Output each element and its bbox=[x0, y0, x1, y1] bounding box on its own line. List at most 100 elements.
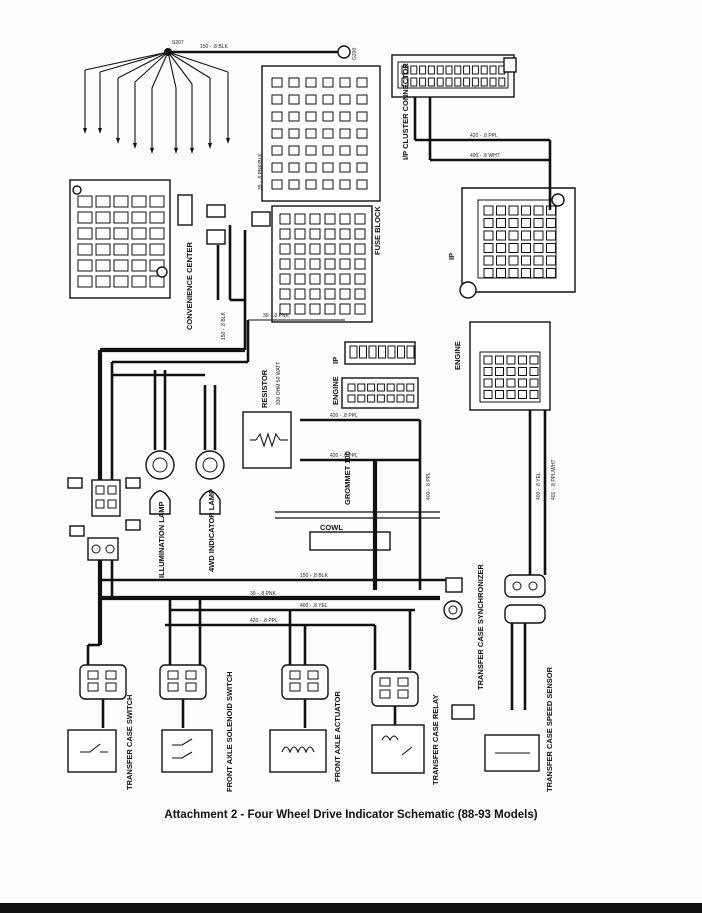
fuse-slot bbox=[339, 94, 351, 105]
fuse-slot bbox=[279, 273, 291, 285]
indicator-lamp-label: 4WD INDICATOR LAMP bbox=[207, 489, 216, 572]
transfer-case-relay-label: TRANSFER CASE RELAY bbox=[431, 694, 440, 785]
engine-pin bbox=[483, 378, 493, 388]
ground-splice-group: 150 - .8 BLK G200 S207 bbox=[83, 40, 358, 154]
wire-label: 420 - .8 PPL bbox=[250, 618, 278, 624]
connector-pin bbox=[105, 544, 115, 554]
cluster-pin bbox=[471, 65, 479, 75]
ip-cell bbox=[533, 205, 544, 216]
fuse-slot bbox=[356, 128, 368, 139]
fuse-slot bbox=[288, 179, 300, 190]
ip-cell bbox=[546, 255, 556, 266]
fuse-cell bbox=[131, 195, 147, 208]
fuse-slot bbox=[339, 162, 351, 173]
main-harness: 39 - .8 PNK 150 - .8 BLK bbox=[97, 225, 345, 480]
fuse-slot bbox=[339, 213, 351, 225]
fuse-slot bbox=[354, 243, 366, 255]
connector-pin bbox=[448, 605, 458, 615]
fuse-cell bbox=[113, 211, 129, 224]
ip-cell bbox=[521, 255, 531, 266]
fuse-cell bbox=[149, 243, 165, 256]
fuse-slot bbox=[322, 145, 334, 156]
left-inline-connectors bbox=[67, 477, 141, 645]
fuse-slot bbox=[294, 228, 306, 240]
fan-wire bbox=[167, 51, 177, 89]
ip-cell bbox=[546, 230, 556, 241]
cluster-pin bbox=[498, 77, 506, 87]
bottom-labels: TRANSFER CASE SWITCH FRONT AXLE SOLENOID… bbox=[125, 666, 554, 792]
fan-wire bbox=[151, 51, 169, 89]
fuse-slot bbox=[294, 258, 306, 270]
component-connector bbox=[79, 664, 127, 700]
coil-icon bbox=[281, 746, 315, 754]
ip-cell bbox=[533, 218, 544, 228]
ip-cell bbox=[496, 243, 506, 253]
page-bottom-edge bbox=[0, 903, 702, 913]
cowl-connector bbox=[309, 531, 391, 551]
fuse-cell bbox=[131, 243, 147, 256]
fuse-slot bbox=[288, 111, 300, 122]
fuse-slot bbox=[339, 288, 351, 300]
ip-cell bbox=[508, 230, 519, 241]
fuse-cell bbox=[131, 211, 147, 224]
arrow-icon bbox=[190, 148, 194, 154]
fuse-cell bbox=[149, 275, 165, 288]
cluster-pin bbox=[427, 77, 435, 87]
fuse-slot bbox=[271, 128, 283, 139]
connector-pin bbox=[185, 682, 197, 692]
connector-pin bbox=[367, 394, 376, 403]
cluster-pin bbox=[480, 77, 488, 87]
ip-label: IP bbox=[447, 253, 456, 260]
cluster-pin bbox=[436, 77, 444, 87]
connector-pin bbox=[396, 383, 405, 392]
ground-label: G200 bbox=[352, 48, 358, 60]
ip-cell bbox=[483, 243, 494, 253]
ip-cell bbox=[508, 255, 519, 266]
engine-side-connector bbox=[341, 377, 419, 409]
fan-wire bbox=[117, 51, 169, 79]
connector-pin bbox=[406, 394, 415, 403]
mount-hole-icon bbox=[459, 281, 477, 299]
engine-pin bbox=[495, 355, 504, 365]
fuse-cell bbox=[77, 259, 93, 272]
component-connector bbox=[371, 671, 419, 707]
ip-cell bbox=[483, 268, 494, 278]
ip-cell bbox=[496, 218, 506, 228]
grommet-label: GROMMET 100 bbox=[343, 451, 352, 505]
arrow-icon bbox=[150, 148, 154, 154]
fuse-slot bbox=[288, 77, 300, 88]
fuse-slot bbox=[271, 179, 283, 190]
ip-small-label: IP bbox=[331, 357, 340, 364]
connector-pin bbox=[406, 383, 415, 392]
ip-cell bbox=[496, 205, 506, 216]
engine-pin-grid bbox=[483, 355, 539, 399]
fuse-slot bbox=[322, 77, 334, 88]
engine-pin bbox=[495, 390, 504, 399]
connector-pin bbox=[396, 394, 405, 403]
resistor-value-label: 330 OHM 50 WATT bbox=[276, 362, 282, 405]
bulb-icon bbox=[149, 490, 171, 515]
ip-cell bbox=[546, 243, 556, 253]
fuse-slot bbox=[339, 145, 351, 156]
cluster-pin bbox=[401, 65, 409, 75]
fuse-cell bbox=[113, 259, 129, 272]
fuse-slot bbox=[322, 94, 334, 105]
fuse-slot bbox=[305, 111, 317, 122]
wire-label: 420 - .8 PPL bbox=[470, 133, 498, 139]
fuse-slot bbox=[279, 228, 291, 240]
synchronizer-label: TRANSFER CASE SYNCHRONIZER bbox=[476, 564, 485, 690]
connector-pin bbox=[95, 485, 105, 495]
front-axle-actuator-label: FRONT AXLE ACTUATOR bbox=[333, 691, 342, 782]
engine-pin bbox=[495, 367, 504, 376]
fan-wire bbox=[167, 51, 193, 85]
wire-label: 150 - .8 BLK bbox=[200, 44, 228, 50]
ip-cell bbox=[546, 268, 556, 278]
engine-pin bbox=[529, 378, 539, 388]
fuse-slot bbox=[305, 94, 317, 105]
wire-label: 420 - .8 PPL bbox=[330, 413, 358, 419]
wire-tag bbox=[125, 519, 141, 531]
fuse-slot bbox=[324, 288, 336, 300]
engine-label: ENGINE bbox=[453, 341, 462, 370]
